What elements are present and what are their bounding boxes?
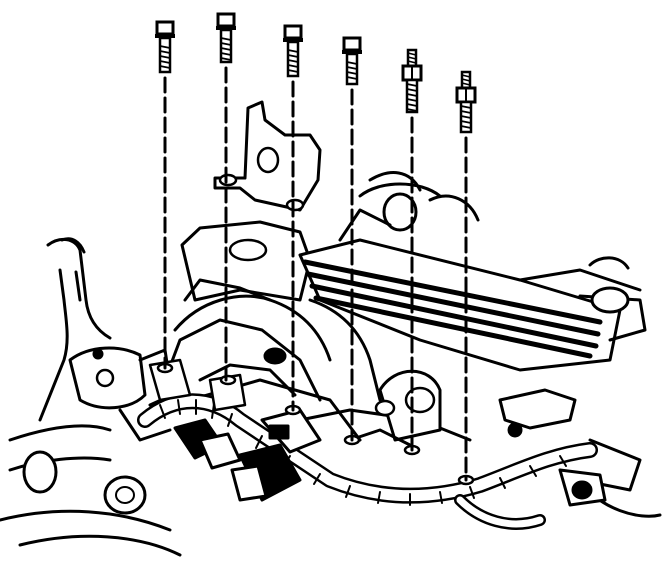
thread — [287, 54, 299, 58]
connector — [173, 408, 607, 507]
thread — [346, 61, 358, 65]
bolt-1 — [155, 20, 175, 370]
thread — [220, 57, 232, 61]
thread — [346, 71, 358, 75]
bolt-head — [283, 24, 303, 40]
thread — [460, 105, 472, 109]
bolt-flange — [342, 50, 362, 54]
bolt-shaft — [219, 28, 233, 64]
bolt-2 — [216, 12, 236, 382]
thread — [346, 66, 358, 70]
thread — [460, 120, 472, 124]
bolt-head — [216, 12, 236, 28]
thread — [407, 52, 417, 56]
thread — [461, 74, 471, 78]
bolt-4 — [342, 36, 362, 442]
thread — [287, 64, 299, 68]
thread — [406, 83, 418, 87]
thread — [406, 88, 418, 92]
thread — [460, 115, 472, 119]
thread — [406, 98, 418, 102]
bolt-flange — [283, 38, 303, 42]
thread — [220, 37, 232, 41]
bolt-flange — [155, 34, 175, 38]
bolt-3 — [283, 24, 303, 412]
bracket — [213, 100, 322, 212]
coolant-hose — [0, 237, 182, 557]
thread — [287, 59, 299, 63]
bolt-flange — [216, 26, 236, 30]
thread — [460, 125, 472, 129]
thread — [406, 93, 418, 97]
thread — [407, 60, 417, 64]
thread — [159, 60, 171, 64]
thread — [159, 50, 171, 54]
thread — [406, 103, 418, 107]
thread — [460, 110, 472, 114]
bolt-head — [342, 36, 362, 52]
thread — [346, 76, 358, 80]
stud-6 — [455, 70, 477, 482]
thread — [220, 47, 232, 51]
thread — [159, 45, 171, 49]
thread — [461, 82, 471, 86]
thread — [220, 42, 232, 46]
bolt-shaft — [286, 40, 300, 78]
fuel-rail-cover — [298, 171, 647, 372]
bolt-head — [155, 20, 175, 36]
stud-5 — [401, 48, 423, 452]
thread — [220, 52, 232, 56]
thread — [406, 108, 418, 112]
throttle-body — [348, 369, 442, 447]
bolt-shaft — [158, 36, 172, 74]
thread — [287, 49, 299, 53]
thread — [461, 78, 471, 82]
fasteners — [155, 12, 477, 482]
thread — [159, 65, 171, 69]
thread — [407, 56, 417, 60]
thread — [287, 69, 299, 73]
thread — [159, 55, 171, 59]
